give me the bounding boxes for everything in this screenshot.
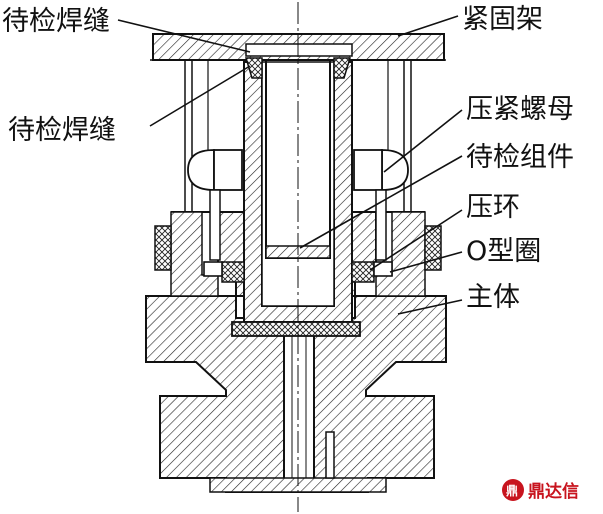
watermark-logo-glyph: 鼎 (506, 484, 518, 498)
o-ring-left (203, 261, 223, 277)
compression-nut-left (187, 149, 243, 261)
compression-nut-right (353, 149, 409, 261)
watermark-logo-icon (502, 479, 524, 501)
press-ring-left (221, 261, 245, 283)
leader-compression-nut (383, 109, 463, 173)
leader-lines (117, 15, 463, 315)
leader-weld-top (117, 19, 251, 53)
press-ring-right (351, 261, 375, 283)
leader-main-body (397, 299, 463, 315)
side-bolt-left (154, 225, 172, 271)
leader-press-ring (369, 209, 463, 271)
label-weld-side: 待检焊缝 (8, 115, 116, 146)
test-assembly-part (231, 57, 361, 337)
leader-test-assembly (299, 155, 463, 249)
label-press-ring: 压环 (466, 192, 520, 223)
leader-o-ring (389, 251, 463, 273)
label-test-assembly: 待检组件 (466, 142, 574, 173)
leader-weld-side (149, 65, 251, 127)
main-body-part (145, 211, 447, 493)
label-o-ring: O型圈 (466, 236, 541, 267)
label-clamp-frame: 紧固架 (462, 4, 543, 35)
label-compression-nut: 压紧螺母 (466, 94, 574, 125)
label-main-body: 主体 (466, 282, 520, 313)
o-ring-right (373, 261, 393, 277)
watermark: 鼎 鼎达信 (502, 479, 579, 502)
watermark-text: 鼎达信 (528, 481, 579, 502)
label-weld-top: 待检焊缝 (2, 6, 110, 37)
leader-clamp-frame (397, 15, 459, 37)
